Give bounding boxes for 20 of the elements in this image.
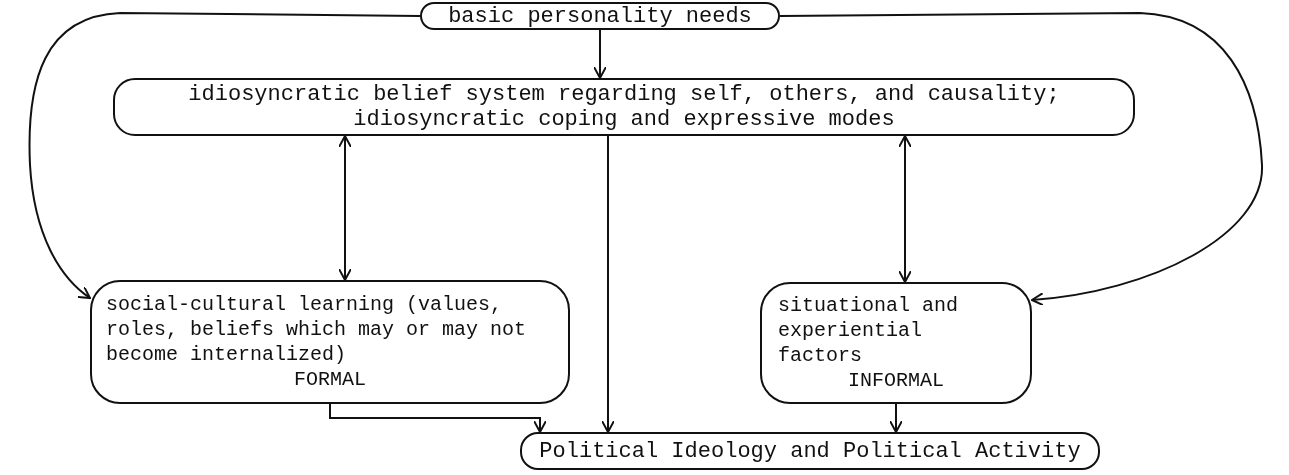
arrow — [593, 29, 607, 79]
box-text: social-cultural learning (values, roles, beliefs which may or may not become internalized) — [106, 292, 528, 367]
arrow — [889, 403, 903, 433]
arrow — [898, 135, 912, 283]
arrow — [329, 403, 547, 433]
box-text: basic personality needs — [447, 3, 753, 29]
box-subtext: INFORMAL — [847, 368, 945, 393]
arrow — [601, 135, 615, 433]
rounded-box — [113, 78, 1135, 136]
box-text: Political Ideology and Political Activity — [538, 438, 1082, 464]
box-subtext: FORMAL — [293, 367, 367, 392]
rounded-box — [90, 280, 570, 404]
arrow — [338, 135, 352, 281]
box-text: idiosyncratic belief system regarding self, others, and causality; idiosyncratic coping and expressive modes — [187, 82, 1061, 132]
box-text: situational and experiential factors — [778, 293, 960, 368]
arrow — [779, 12, 1263, 306]
arrow — [28, 12, 421, 299]
rounded-box — [420, 2, 780, 30]
rounded-box — [760, 282, 1032, 404]
rounded-box — [520, 432, 1100, 470]
